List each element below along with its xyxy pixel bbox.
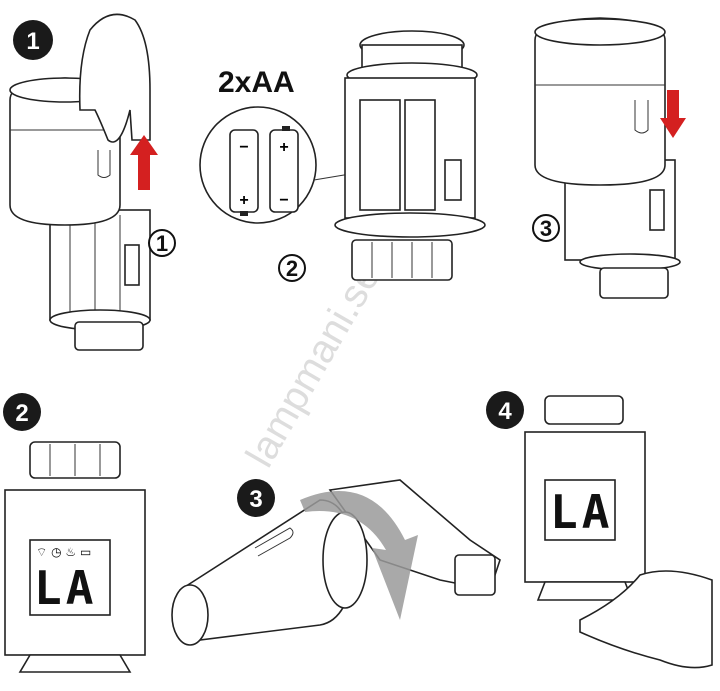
battery-type-label: 2xAA bbox=[218, 66, 295, 99]
svg-text:3: 3 bbox=[249, 486, 262, 513]
rotate-arrow-icon bbox=[300, 491, 418, 620]
lcd-screen bbox=[544, 479, 616, 541]
watermark: lampmani.se bbox=[238, 256, 389, 474]
sub-step-1-marker: 1 bbox=[148, 229, 176, 257]
battery-callout: − + + − bbox=[199, 106, 363, 224]
lcd-screen bbox=[29, 539, 111, 616]
svg-text:4: 4 bbox=[498, 398, 512, 425]
svg-text:3: 3 bbox=[540, 216, 552, 241]
hand bbox=[78, 13, 151, 143]
thermostat-closing bbox=[534, 17, 681, 299]
svg-text:2: 2 bbox=[286, 256, 298, 281]
sub-step-3-marker: 3 bbox=[532, 214, 560, 242]
hand-pressing bbox=[579, 570, 713, 669]
sub-step-2-marker: 2 bbox=[278, 254, 306, 282]
step-1-badge: 1 bbox=[13, 20, 53, 60]
lcd-status-icons: ⌔ ◷ ♨ ▭ bbox=[36, 545, 91, 559]
red-arrow-up-icon bbox=[130, 135, 158, 190]
thermostat-battery-compartment bbox=[334, 30, 486, 281]
step-3-badge: 3 bbox=[237, 479, 275, 517]
svg-text:2: 2 bbox=[15, 400, 28, 427]
thermostat-lcd-installed: LA bbox=[524, 395, 646, 601]
lcd-text: LA bbox=[550, 485, 613, 539]
red-arrow-down-icon bbox=[660, 90, 686, 138]
lcd-text: LA bbox=[34, 561, 97, 615]
svg-text:+: + bbox=[279, 139, 288, 156]
step-2-badge: 2 bbox=[3, 393, 41, 431]
step-4-badge: 4 bbox=[486, 391, 524, 429]
svg-text:−: − bbox=[279, 192, 288, 209]
svg-text:1: 1 bbox=[156, 231, 168, 256]
thermostat-lcd-front: ⌔ ◷ ♨ ▭ LA bbox=[4, 441, 146, 673]
thermostat-opening bbox=[9, 13, 151, 351]
svg-text:+: + bbox=[239, 192, 248, 209]
svg-text:1: 1 bbox=[26, 28, 39, 55]
svg-text:−: − bbox=[239, 139, 248, 156]
